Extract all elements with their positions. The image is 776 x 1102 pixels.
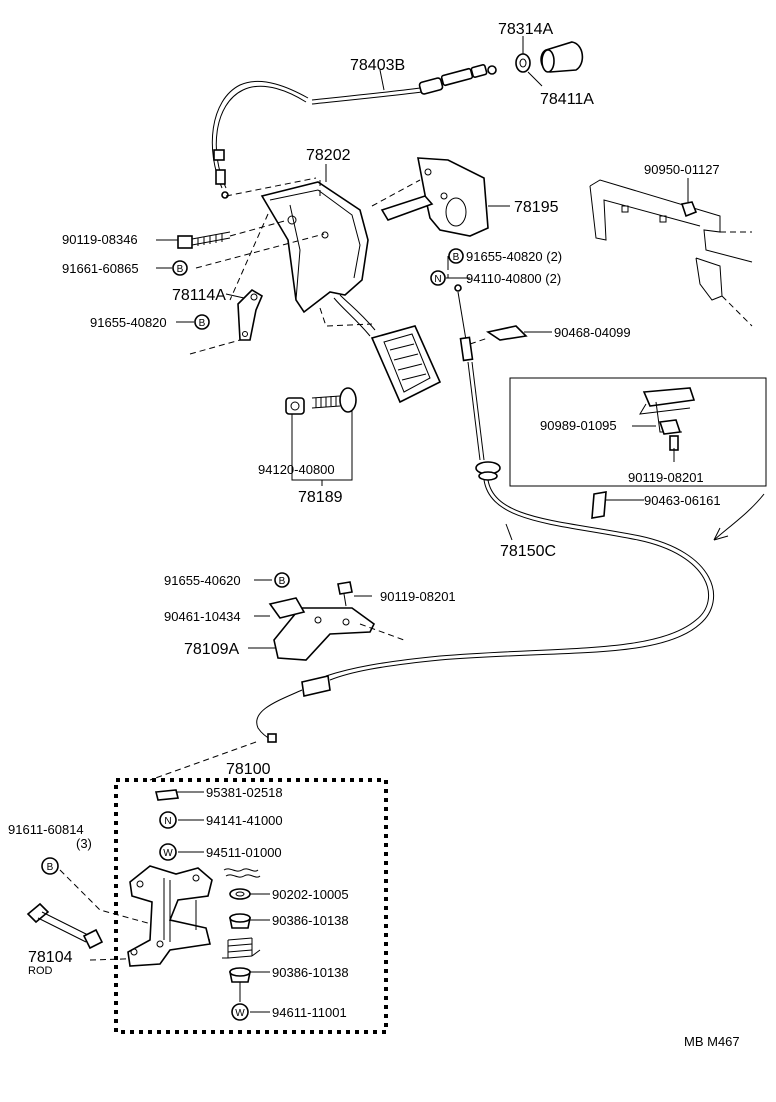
bolt-symbol-letter: B: [279, 576, 286, 587]
bolt-symbol: [448, 248, 464, 264]
body-panel-outline: [589, 179, 753, 327]
label-91611-60814: 91611-60814: [8, 822, 84, 837]
label-95381-02518: 95381-02518: [206, 785, 283, 800]
washer-symbol-letter: W: [163, 848, 173, 859]
label-90386-10138-b: 90386-10138: [272, 965, 349, 980]
label-90463-06161: 90463-06161: [644, 493, 721, 508]
label-94120-40800: 94120-40800: [258, 462, 335, 477]
rod-78104: [26, 902, 104, 950]
bracket-78195: [380, 157, 489, 237]
nut-symbol: [430, 270, 446, 286]
spring-small: [223, 868, 261, 878]
nut-symbol-letter: N: [164, 816, 171, 827]
bolt-90119-08346: [177, 231, 231, 249]
nut-94120-40800: [285, 397, 305, 415]
label-91661-60865: 91661-60865: [62, 261, 139, 276]
bolt-symbol: [172, 260, 188, 276]
kit-78100-box: [114, 778, 388, 1034]
leader-lines: [156, 36, 689, 1013]
label-90386-10138-a: 90386-10138: [272, 913, 349, 928]
label-94611-11001: 94611-11001: [272, 1005, 347, 1020]
label-94110-40800-2: 94110-40800 (2): [466, 271, 561, 286]
clip-90950-01127: [680, 201, 698, 218]
label-78403b: 78403B: [350, 57, 405, 74]
pin-95381-02518: [154, 789, 180, 801]
pedal-bracket-78202: [260, 181, 376, 337]
bracket-78109a: [268, 581, 376, 661]
label-78189: 78189: [298, 489, 343, 506]
label-78150c: 78150C: [500, 543, 556, 560]
label-94511-01000: 94511-01000: [206, 845, 282, 860]
spring-large: [222, 937, 261, 959]
label-90950-01127: 90950-01127: [644, 162, 720, 177]
label-90119-08201-a: 90119-08201: [628, 470, 704, 485]
label-91655-40620: 91655-40620: [164, 573, 241, 588]
label-90202-10005: 90202-10005: [272, 887, 349, 902]
label-78195: 78195: [514, 199, 559, 216]
footer-code: MB M467: [684, 1034, 740, 1049]
nut-symbol: [159, 811, 177, 829]
label-90461-10434: 90461-10434: [164, 609, 241, 624]
label-78114a: 78114A: [172, 287, 226, 304]
washer-symbol-letter: W: [235, 1008, 245, 1019]
linkage-assembly: [127, 865, 213, 967]
label-90989-01095: 90989-01095: [540, 418, 617, 433]
knob-78411a: [540, 41, 584, 73]
bushing-90202-10005: [229, 888, 251, 900]
label-90468-04099: 90468-04099: [554, 325, 631, 340]
detail-arrowhead: [713, 527, 729, 541]
accelerator-cable-78150c: [256, 284, 715, 743]
label-90119-08346: 90119-08346: [62, 232, 138, 247]
cable-78403b: [211, 64, 497, 199]
bolt-symbol-letter: B: [47, 862, 54, 873]
label-78104: 78104: [28, 949, 73, 966]
detail-arrow: [713, 493, 765, 541]
label-94141-41000: 94141-41000: [206, 813, 283, 828]
washer-symbol: [231, 1003, 249, 1021]
stop-bolt: [311, 387, 357, 413]
label-78314a: 78314A: [498, 21, 553, 38]
bushing-90386-10138-a: [229, 913, 251, 929]
bushing-90386-10138-b: [229, 967, 251, 983]
label-91655-40820: 91655-40820: [90, 315, 167, 330]
dashed-leaders: [59, 177, 489, 961]
label-90119-08201-b: 90119-08201: [380, 589, 456, 604]
bolt-symbol-letter: B: [199, 318, 206, 329]
label-78109a: 78109A: [184, 641, 239, 658]
label-91655-40820-2: 91655-40820 (2): [466, 249, 562, 264]
bolt-symbol: [194, 314, 210, 330]
label-78411a: 78411A: [540, 91, 594, 108]
label-78100: 78100: [226, 761, 271, 778]
bolt-symbol: [274, 572, 290, 588]
accelerator-pedal: [370, 325, 442, 404]
washer-symbol: [159, 843, 177, 861]
label-91611-60814-qty: (3): [76, 836, 92, 851]
clamp-90463-06161: [591, 491, 607, 519]
bolt-symbol-letter: B: [453, 252, 460, 263]
label-78202: 78202: [306, 147, 351, 164]
nut-78314a: [515, 53, 531, 73]
nut-symbol-letter: N: [434, 274, 441, 285]
clip-90468-04099: [485, 325, 528, 341]
detail-inset-box: [509, 377, 767, 487]
bolt-symbol-letter: B: [177, 264, 184, 275]
label-78104-rod: ROD: [28, 965, 53, 977]
bolt-symbol: [41, 857, 59, 875]
